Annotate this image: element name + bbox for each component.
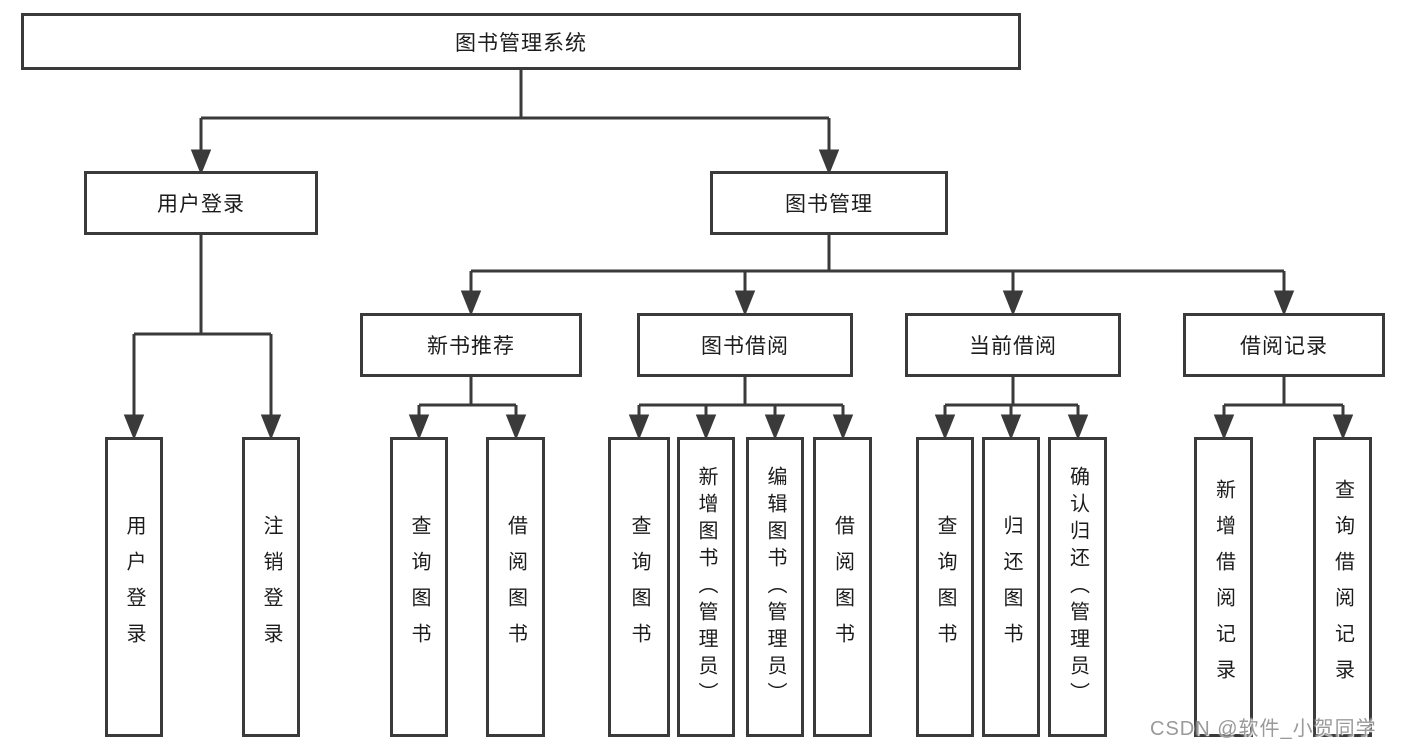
node-label: 借阅图书 [504,515,527,659]
node-label: 注销登录 [260,515,282,659]
leaf-borrow-books-recommend: 借阅图书 [486,437,545,737]
node-label: 图书管理系统 [455,31,587,55]
leaf-query-books-recommend: 查询图书 [390,437,448,737]
node-label: 借阅记录 [1240,335,1328,358]
leaf-query-books-current: 查询图书 [916,437,974,737]
leaf-add-borrow-record: 新增借阅记录 [1194,437,1253,737]
node-label: 查询图书 [934,515,956,659]
node-label: 新增借阅记录 [1212,479,1235,695]
node-label: 图书管理 [785,193,873,216]
node-borrow-records: 借阅记录 [1183,313,1385,377]
node-label: 图书借阅 [701,335,789,358]
node-label: 确认归还（管理员） [1066,465,1089,709]
node-label: 当前借阅 [969,335,1057,358]
leaf-query-books-borrow: 查询图书 [608,437,670,737]
leaf-edit-books-admin: 编辑图书（管理员） [746,437,804,737]
leaf-user-login: 用户登录 [105,437,163,737]
node-label: 归还图书 [1000,515,1022,659]
node-label: 查询图书 [408,515,430,659]
node-label: 用户登录 [157,193,245,216]
connector-borrow-records-children [1213,377,1354,441]
node-label: 用户登录 [123,515,145,659]
leaf-confirm-return-admin: 确认归还（管理员） [1048,437,1107,737]
connector-book-borrow-children [628,377,854,441]
node-new-book-recommend: 新书推荐 [360,313,582,377]
node-user-login: 用户登录 [84,171,318,235]
connector-current-borrow-children [934,377,1089,441]
node-label: 借阅图书 [831,515,854,659]
leaf-borrow-books: 借阅图书 [813,437,872,737]
leaf-return-books: 归还图书 [982,437,1040,737]
node-current-borrow: 当前借阅 [905,313,1121,377]
node-label: 新增图书（管理员） [695,465,717,709]
node-label: 查询图书 [628,515,650,659]
node-book-management: 图书管理 [710,171,948,235]
node-label: 编辑图书（管理员） [764,465,786,709]
leaf-add-books-admin: 新增图书（管理员） [677,437,735,737]
node-label: 新书推荐 [427,335,515,358]
leaf-logout: 注销登录 [242,437,300,737]
connector-user-login-children [123,235,282,441]
node-label: 查询借阅记录 [1331,479,1354,695]
connector-new-book-children [408,377,527,441]
node-book-borrow: 图书借阅 [637,313,853,377]
leaf-query-borrow-record: 查询借阅记录 [1313,437,1372,737]
node-root-library-system: 图书管理系统 [21,13,1021,70]
connector-root-to-level2 [190,69,840,176]
connector-book-management-children [460,235,1295,317]
